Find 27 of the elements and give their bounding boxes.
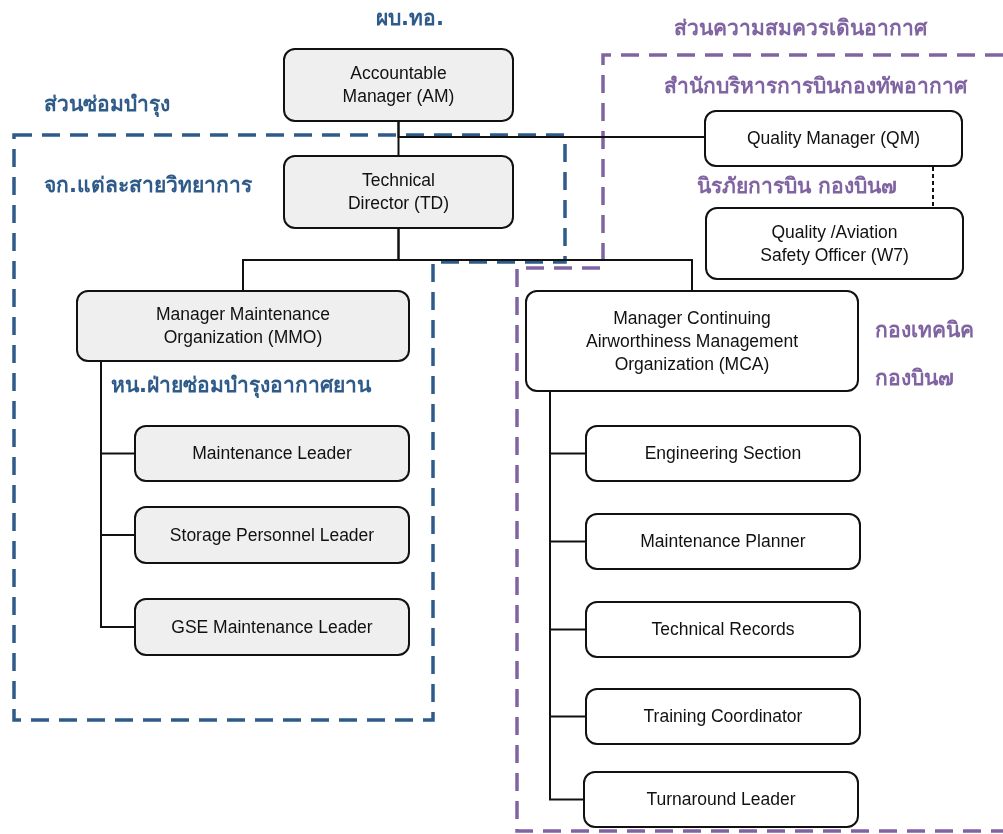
group-heading: ส่วนความสมควรเดินอากาศ bbox=[673, 15, 927, 42]
position-box: Maintenance Leader bbox=[134, 425, 410, 482]
position-box: Manager Continuing Airworthiness Management Organization (MCA) bbox=[525, 290, 859, 392]
position-box: Technical Records bbox=[585, 601, 861, 658]
position-box: Technical Director (TD) bbox=[283, 155, 514, 229]
unit-label: สำนักบริหารการบินกองทัพอากาศ bbox=[663, 73, 967, 100]
group-heading: ส่วนซ่อมบำรุง bbox=[44, 91, 170, 118]
unit-label: กองบิน๗ bbox=[875, 365, 954, 392]
unit-label: หน.ฝ่ายซ่อมบำรุงอากาศยาน bbox=[111, 372, 371, 399]
position-box: Turnaround Leader bbox=[583, 771, 859, 828]
position-box: Maintenance Planner bbox=[585, 513, 861, 570]
position-box: Engineering Section bbox=[585, 425, 861, 482]
position-box: Training Coordinator bbox=[585, 688, 861, 745]
unit-label: ผบ.ทอ. bbox=[376, 5, 444, 32]
position-box: Quality Manager (QM) bbox=[704, 110, 963, 167]
position-box: GSE Maintenance Leader bbox=[134, 598, 410, 656]
unit-label: นิรภัยการบิน กองบิน๗ bbox=[697, 173, 898, 200]
connector-line bbox=[100, 361, 135, 628]
position-box: Manager Maintenance Organization (MMO) bbox=[76, 290, 410, 362]
unit-label: จก.แต่ละสายวิทยาการ bbox=[44, 172, 252, 199]
position-box: Storage Personnel Leader bbox=[134, 506, 410, 564]
connector-line bbox=[397, 228, 693, 291]
connector-line bbox=[932, 166, 934, 208]
position-box: Accountable Manager (AM) bbox=[283, 48, 514, 122]
position-box: Quality /Aviation Safety Officer (W7) bbox=[705, 207, 964, 280]
connector-line bbox=[397, 121, 705, 138]
unit-label: กองเทคนิค bbox=[875, 317, 974, 344]
